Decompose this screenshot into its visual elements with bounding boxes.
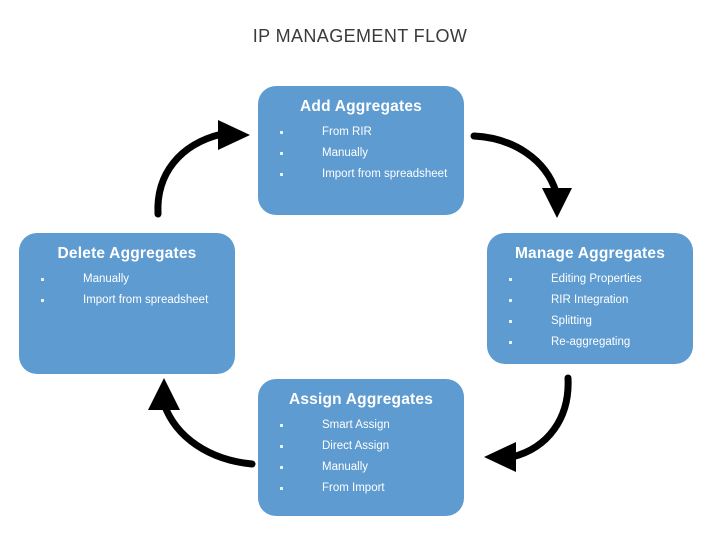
list-item-label: Splitting: [551, 315, 592, 327]
flow-arrow-assign-to-delete-icon: [148, 378, 256, 468]
bullet-icon: [280, 131, 283, 134]
list-item-label: Import from spreadsheet: [322, 168, 448, 180]
list-item: Editing Properties: [495, 269, 685, 290]
bullet-icon: [509, 341, 512, 344]
list-item-label: Manually: [322, 461, 369, 473]
list-item-label: Manually: [322, 147, 369, 159]
list-item: Direct Assign: [266, 436, 456, 457]
list-item-label: Import from spreadsheet: [83, 294, 209, 306]
list-item: Manually: [266, 143, 456, 164]
bullet-icon: [509, 278, 512, 281]
bullet-icon: [280, 173, 283, 176]
flow-node-bullet-list: From RIR Manually Import from spreadshee…: [266, 122, 456, 185]
flow-node-bullet-list: Smart Assign Direct Assign Manually From…: [266, 415, 456, 499]
flow-arrow-manage-to-assign-icon: [484, 374, 572, 472]
flow-node-title: Assign Aggregates: [288, 391, 434, 408]
flow-node-title: Add Aggregates: [300, 98, 422, 115]
bullet-icon: [280, 152, 283, 155]
list-item-label: Direct Assign: [322, 440, 390, 452]
list-item-label: Re-aggregating: [551, 336, 631, 348]
flow-node-title: Manage Aggregates: [514, 245, 666, 262]
list-item-label: RIR Integration: [551, 294, 629, 306]
list-item-label: Manually: [83, 273, 130, 285]
flow-arrow-add-to-manage-icon: [470, 132, 572, 218]
list-item-label: From Import: [322, 482, 385, 494]
list-item: Import from spreadsheet: [266, 164, 456, 185]
list-item: From Import: [266, 478, 456, 499]
flow-node-title: Delete Aggregates: [57, 245, 197, 262]
bullet-icon: [280, 487, 283, 490]
list-item-label: Editing Properties: [551, 273, 642, 285]
list-item: Smart Assign: [266, 415, 456, 436]
bullet-icon: [280, 445, 283, 448]
list-item: Manually: [266, 457, 456, 478]
bullet-icon: [280, 424, 283, 427]
flow-node-delete-aggregates[interactable]: Delete Aggregates Manually Import from s…: [19, 233, 235, 374]
list-item: Splitting: [495, 311, 685, 332]
list-item: Manually: [27, 269, 227, 290]
list-item: From RIR: [266, 122, 456, 143]
bullet-icon: [509, 299, 512, 302]
flow-node-bullet-list: Editing Properties RIR Integration Split…: [495, 269, 685, 353]
bullet-icon: [41, 278, 44, 281]
list-item-label: Smart Assign: [322, 419, 390, 431]
flow-node-manage-aggregates[interactable]: Manage Aggregates Editing Properties RIR…: [487, 233, 693, 364]
list-item-label: From RIR: [322, 126, 372, 138]
flow-node-add-aggregates[interactable]: Add Aggregates From RIR Manually Import …: [258, 86, 464, 215]
flow-node-assign-aggregates[interactable]: Assign Aggregates Smart Assign Direct As…: [258, 379, 464, 516]
list-item: RIR Integration: [495, 290, 685, 311]
list-item: Import from spreadsheet: [27, 290, 227, 311]
bullet-icon: [41, 299, 44, 302]
flow-node-bullet-list: Manually Import from spreadsheet: [27, 269, 227, 311]
page-title: IP MANAGEMENT FLOW: [252, 26, 468, 46]
bullet-icon: [280, 466, 283, 469]
bullet-icon: [509, 320, 512, 323]
list-item: Re-aggregating: [495, 332, 685, 353]
flow-arrow-delete-to-add-icon: [154, 120, 250, 218]
